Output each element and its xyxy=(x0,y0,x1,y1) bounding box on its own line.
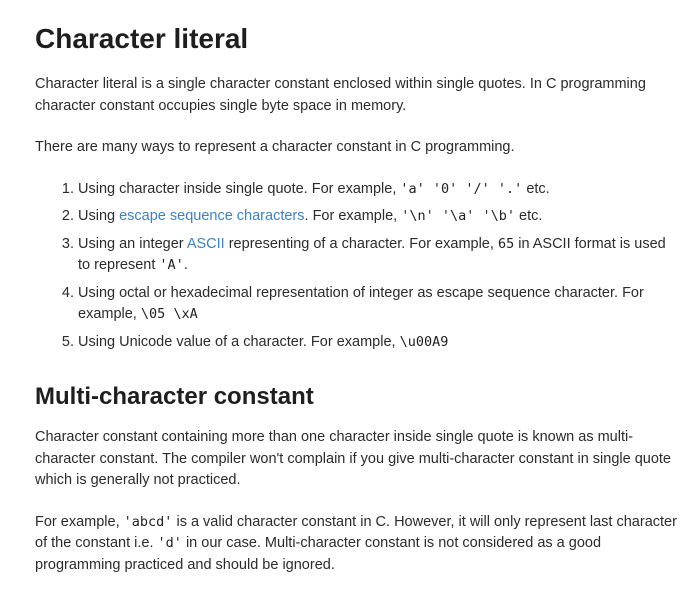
code-snippet: 'abcd' xyxy=(123,513,173,530)
list-item: Using octal or hexadecimal representatio… xyxy=(78,283,684,326)
heading-multi-character-constant: Multi-character constant xyxy=(35,383,314,410)
paragraph-multi-character-intro: Character constant containing more than … xyxy=(35,429,671,488)
list-item-text: Using Unicode value of a character. For … xyxy=(78,333,400,350)
code-snippet: 'a' '0' '/' '.' xyxy=(400,180,523,197)
code-snippet: \05 \xA xyxy=(140,306,198,322)
paragraph-text: in our case. Multi-character constant is… xyxy=(35,535,602,573)
list-item-text: in ASCII format is used to represent xyxy=(78,235,666,274)
section-multi-character: Multi-character constant Character const… xyxy=(35,381,684,576)
list-item: Using an integer ASCII representing of a… xyxy=(78,234,684,277)
list-item-text: etc. xyxy=(522,180,550,197)
code-snippet: 'A' xyxy=(159,257,184,273)
paragraph-text: is a valid character constant in C. Howe… xyxy=(35,513,677,552)
list-item-text: . For example, xyxy=(304,208,402,224)
heading-character-literal: Character literal xyxy=(35,23,249,54)
ascii-link[interactable]: ASCII xyxy=(186,235,225,252)
paragraph-ways: There are many ways to represent a chara… xyxy=(35,139,515,155)
code-snippet: 'd' xyxy=(157,535,182,551)
ways-list: Using character inside single quote. For… xyxy=(35,179,684,354)
list-item: Using character inside single quote. For… xyxy=(78,179,684,201)
list-item: Using Unicode value of a character. For … xyxy=(78,332,684,354)
code-snippet: 65 xyxy=(497,235,515,252)
list-item-text: . xyxy=(183,257,188,273)
paragraph-text: For example, xyxy=(35,513,124,530)
list-item-text: Using octal or hexadecimal representatio… xyxy=(78,284,644,323)
list-item: Using escape sequence characters. For ex… xyxy=(78,206,684,228)
paragraph-intro: Character literal is a single character … xyxy=(35,76,646,114)
list-item-text: Using an integer xyxy=(78,235,187,252)
code-snippet: '\n' '\a' '\b' xyxy=(401,208,516,224)
list-item-text: representing of a character. For example… xyxy=(224,235,498,252)
paragraph-multi-character-example: For example, 'abcd' is a valid character… xyxy=(35,512,684,577)
list-item-text: Using character inside single quote. For… xyxy=(78,180,401,197)
list-item-text: etc. xyxy=(515,208,543,224)
article: Character literal Character literal is a… xyxy=(0,0,690,576)
list-item-text: Using xyxy=(78,208,120,224)
code-snippet: \u00A9 xyxy=(399,333,449,350)
escape-sequence-link[interactable]: escape sequence characters xyxy=(119,208,305,224)
